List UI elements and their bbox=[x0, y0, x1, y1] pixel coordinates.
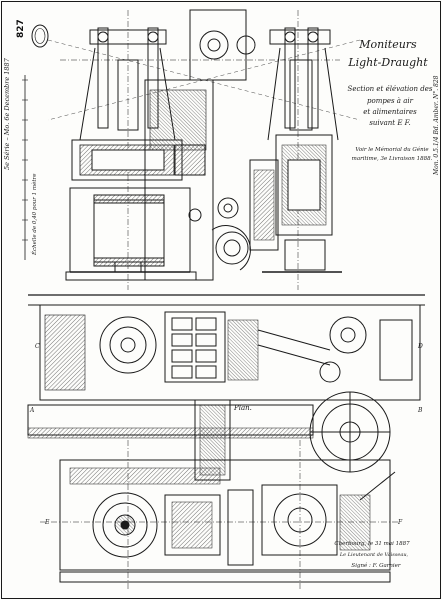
section-mark-e: E bbox=[44, 519, 50, 526]
caption-line-1: Section et élévation des bbox=[348, 85, 433, 93]
signature-line-1: Cherbourg, le 31 mai 1887 bbox=[334, 541, 410, 547]
library-stamp bbox=[31, 24, 49, 48]
title-line-2: Light-Draught bbox=[347, 56, 428, 69]
plate-number: 827 bbox=[16, 19, 26, 38]
scale-bar: Échelle de 0,40 pour 1 mètre bbox=[22, 75, 38, 260]
section-mark-a: A bbox=[29, 407, 35, 414]
reference-line-2: maritime, 3e Livraison 1888. bbox=[352, 156, 433, 162]
section-mark-b: B bbox=[417, 407, 423, 414]
caption-line-2: pompes à air bbox=[367, 97, 414, 105]
caption-line-3: et alimentaires bbox=[363, 108, 417, 116]
side-note-left: 5e Série – Mo. 6e Decembre 1887 bbox=[3, 57, 11, 170]
scale-note: Échelle de 0,40 pour 1 mètre bbox=[30, 173, 38, 256]
plan-label: Plan. bbox=[233, 404, 252, 412]
pump-elevation bbox=[47, 9, 361, 290]
signature-line-3: Signé : F. Garnier bbox=[351, 562, 401, 569]
signature-line-2: Le Lieutenant de Vaisseau, bbox=[339, 552, 409, 558]
section-mark-d: D bbox=[417, 343, 423, 350]
pump-lower-section bbox=[40, 440, 400, 590]
title-line-1: Moniteurs bbox=[358, 38, 417, 51]
section-mark-c: C bbox=[35, 343, 40, 350]
reference-line-1: Voir le Mémorial du Génie bbox=[355, 146, 429, 153]
section-mark-f: F bbox=[397, 519, 403, 526]
side-note-right: Mon. 0.5.1/4 Bd. Amber. N°. 828 bbox=[433, 75, 440, 176]
caption-line-4: suivant E F. bbox=[369, 119, 410, 127]
